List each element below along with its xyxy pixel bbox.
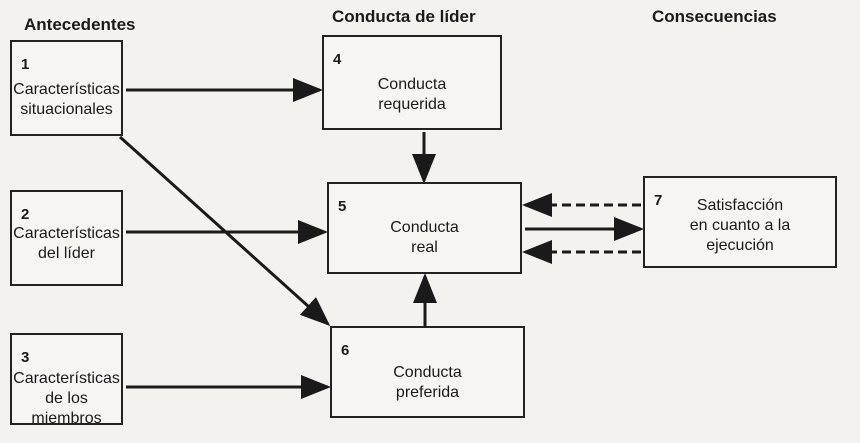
box-number: 3 [21,349,30,366]
header-leader-behavior: Conducta de líder [332,7,476,26]
box-number: 6 [341,342,350,359]
header-antecedents: Antecedentes [24,15,136,34]
arrow-1-to-6 [118,135,331,327]
box-number: 7 [654,192,663,209]
box-number: 5 [338,198,347,215]
box-number: 4 [333,51,342,68]
header-consequences: Consecuencias [652,7,777,26]
box-number: 2 [21,206,30,223]
box-number: 1 [21,56,30,73]
